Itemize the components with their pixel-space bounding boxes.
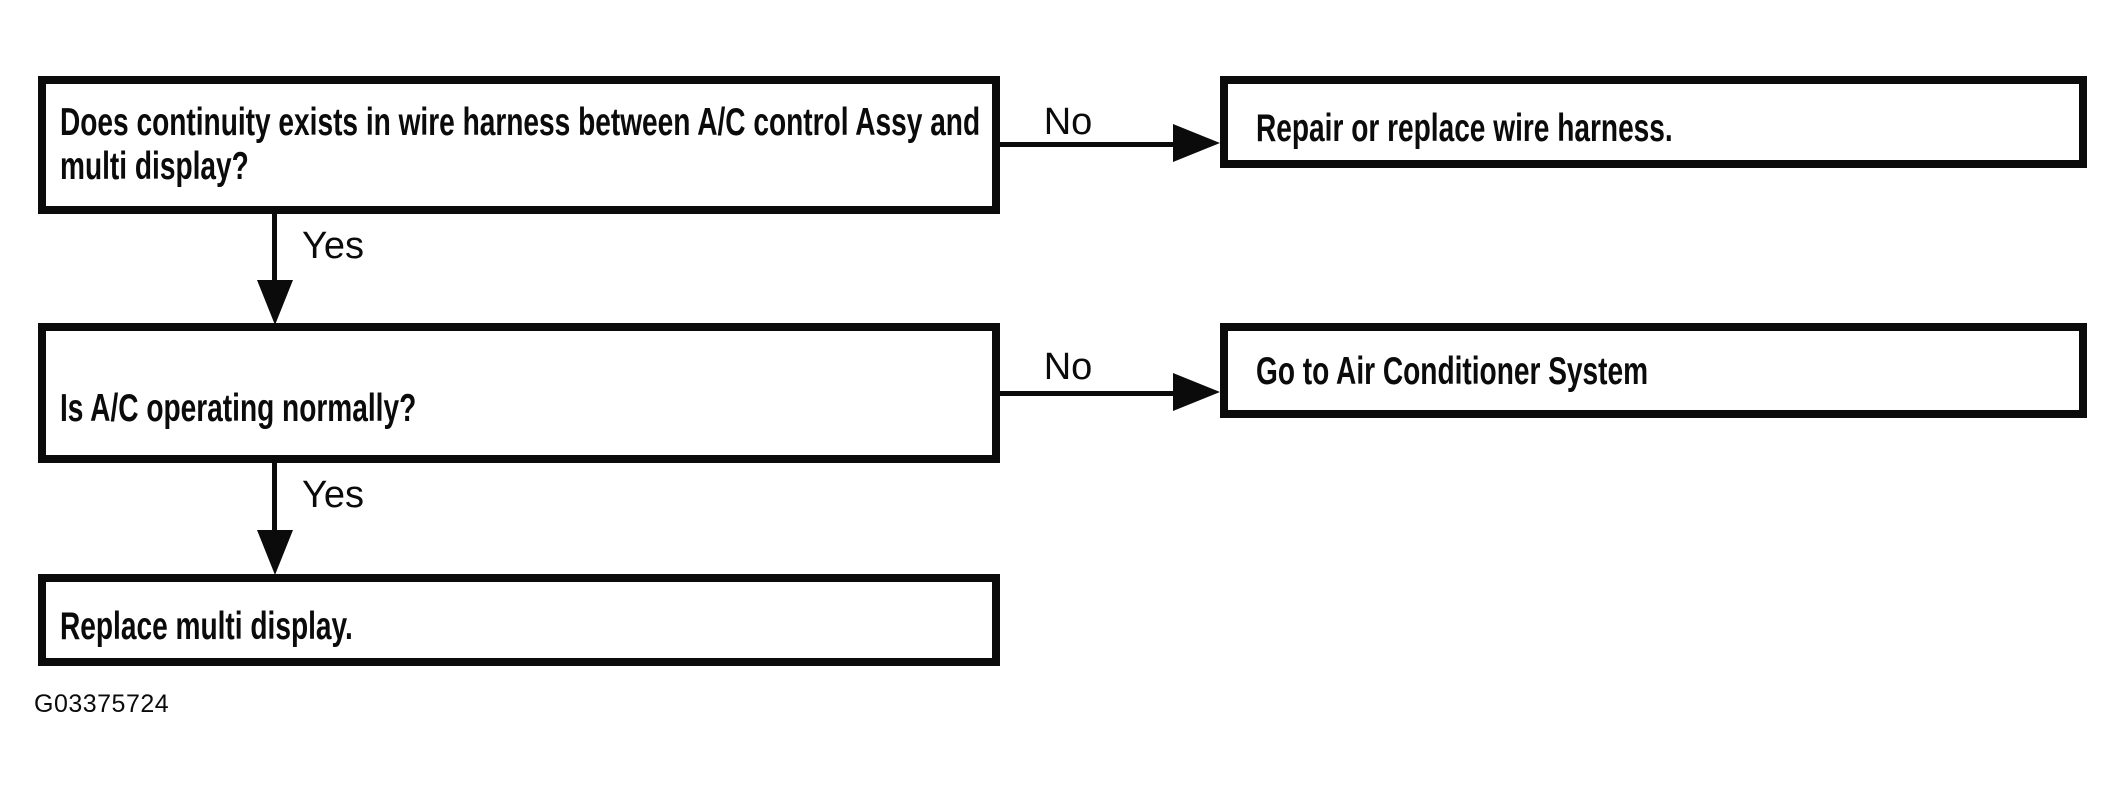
node-text-line: multi display?	[60, 145, 992, 189]
node-text-line: Does continuity exists in wire harness b…	[60, 101, 992, 145]
arrow-down-icon	[257, 280, 293, 325]
edge-label-no: No	[1043, 346, 1093, 388]
arrow-right-icon	[1173, 373, 1220, 411]
node-text: Is A/C operating normally?	[60, 387, 417, 430]
node-text-line: Is A/C operating normally?	[60, 387, 992, 431]
connector-line-q1-r1	[1000, 142, 1178, 147]
node-text: multi display?	[60, 145, 249, 188]
arrow-down-icon	[257, 530, 293, 575]
node-text: Replace multi display.	[60, 605, 353, 648]
flow-node-result-repair-harness: Repair or replace wire harness.	[1220, 76, 2087, 168]
figure-code: G03375724	[34, 690, 170, 718]
edge-label-yes: Yes	[302, 225, 364, 267]
flow-node-question-ac-operating: Is A/C operating normally?	[38, 323, 1000, 463]
flow-node-result-replace-display: Replace multi display.	[38, 574, 1000, 666]
node-text: Go to Air Conditioner System	[1256, 349, 1649, 393]
node-text-line: Repair or replace wire harness.	[1256, 107, 2079, 151]
node-text: Repair or replace wire harness.	[1256, 107, 1673, 150]
flow-node-question-continuity: Does continuity exists in wire harness b…	[38, 76, 1000, 214]
connector-line-q2-r3	[272, 463, 277, 536]
node-text-line: Replace multi display.	[60, 605, 992, 649]
node-text: Does continuity exists in wire harness b…	[60, 101, 981, 144]
edge-label-no: No	[1043, 101, 1093, 143]
connector-line-q2-r2	[1000, 391, 1178, 396]
edge-label-yes: Yes	[302, 474, 364, 516]
arrow-right-icon	[1173, 124, 1220, 162]
connector-line-q1-q2	[272, 214, 277, 286]
flow-node-result-goto-ac-system: Go to Air Conditioner System	[1220, 323, 2087, 418]
node-text-line: Go to Air Conditioner System	[1256, 350, 2079, 394]
